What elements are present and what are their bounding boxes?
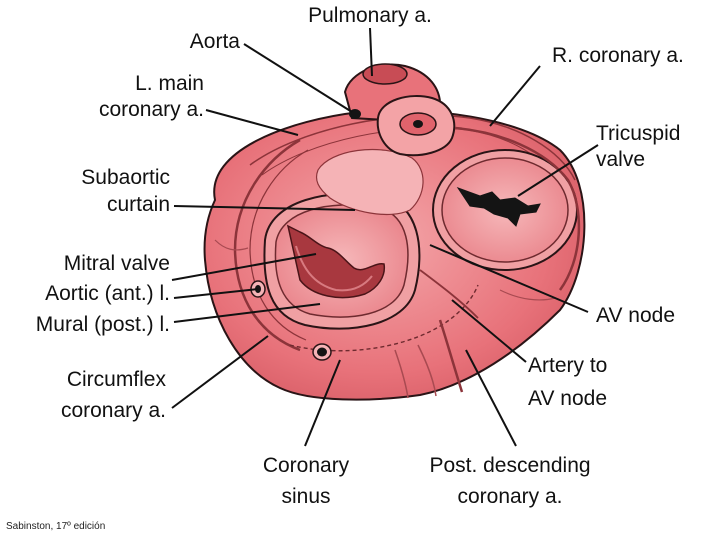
- coronary-sinus-lumen: [317, 347, 327, 357]
- label-post-descending-line2: coronary a.: [457, 485, 563, 508]
- groove-bottom-1: [394, 349, 409, 399]
- upper-ridge: [249, 114, 576, 181]
- pulmonary-lumen: [362, 63, 408, 85]
- groove-right: [499, 289, 556, 301]
- label-right-coronary-artery: R. coronary a.: [552, 44, 684, 67]
- tricuspid-orifice: [456, 187, 541, 227]
- artery-to-av-node: [419, 269, 479, 319]
- leader-mitral: [171, 253, 317, 281]
- label-subaortic-line1: Subaortic: [81, 166, 170, 189]
- label-artery-to-av-node-line1: Artery to: [528, 354, 608, 377]
- label-mural-leaflet: Mural (post.) l.: [35, 313, 170, 336]
- leader-aorta: [243, 43, 353, 113]
- label-l-main-line2: coronary a.: [98, 98, 204, 121]
- label-mitral-valve: Mitral valve: [63, 252, 170, 275]
- label-circumflex-line2: coronary a.: [60, 399, 166, 422]
- mitral-leaflet-shade: [295, 245, 373, 292]
- leader-pulmonary: [369, 27, 373, 77]
- label-coronary-sinus-line1: Coronary: [262, 454, 350, 477]
- label-pulmonary-artery: Pulmonary a.: [308, 4, 432, 27]
- label-circumflex-line1: Circumflex: [66, 368, 166, 391]
- aortic-orifice: [413, 120, 423, 128]
- label-coronary-sinus-line2: sinus: [281, 485, 331, 508]
- circumflex-artery-inner: [249, 149, 309, 341]
- leader-post-desc: [465, 349, 517, 447]
- label-artery-to-av-node-line2: AV node: [528, 387, 608, 410]
- mitral-orifice: [286, 224, 386, 299]
- label-subaortic-line2: curtain: [106, 193, 170, 216]
- leader-subaortic: [173, 205, 356, 211]
- label-tricuspid-line1: Tricuspid: [596, 122, 681, 145]
- leader-artery-av: [451, 299, 527, 363]
- leader-r-coronary: [489, 65, 541, 127]
- leader-tricuspid: [517, 144, 599, 197]
- label-aortic-leaflet: Aortic (ant.) l.: [45, 282, 170, 305]
- label-tricuspid-line2: valve: [596, 148, 646, 171]
- subaortic-curtain: [315, 148, 424, 216]
- source-credit: Sabinston, 17º edición: [6, 521, 106, 532]
- label-av-node: AV node: [596, 304, 676, 327]
- leader-l-main: [205, 109, 299, 136]
- label-l-main-line1: L. main: [135, 72, 204, 95]
- leader-coronary-sinus: [304, 359, 341, 447]
- leader-mural: [173, 303, 321, 323]
- right-coronary-artery: [454, 126, 581, 291]
- posterior-descending-artery: [438, 319, 464, 393]
- label-aorta: Aorta: [189, 30, 240, 53]
- groove-left: [214, 239, 249, 251]
- leader-aortic-ant: [173, 288, 259, 299]
- label-post-descending-line1: Post. descending: [429, 454, 591, 477]
- leader-circumflex: [171, 335, 269, 409]
- groove-bottom-2: [417, 344, 437, 397]
- leader-av-node: [429, 244, 589, 313]
